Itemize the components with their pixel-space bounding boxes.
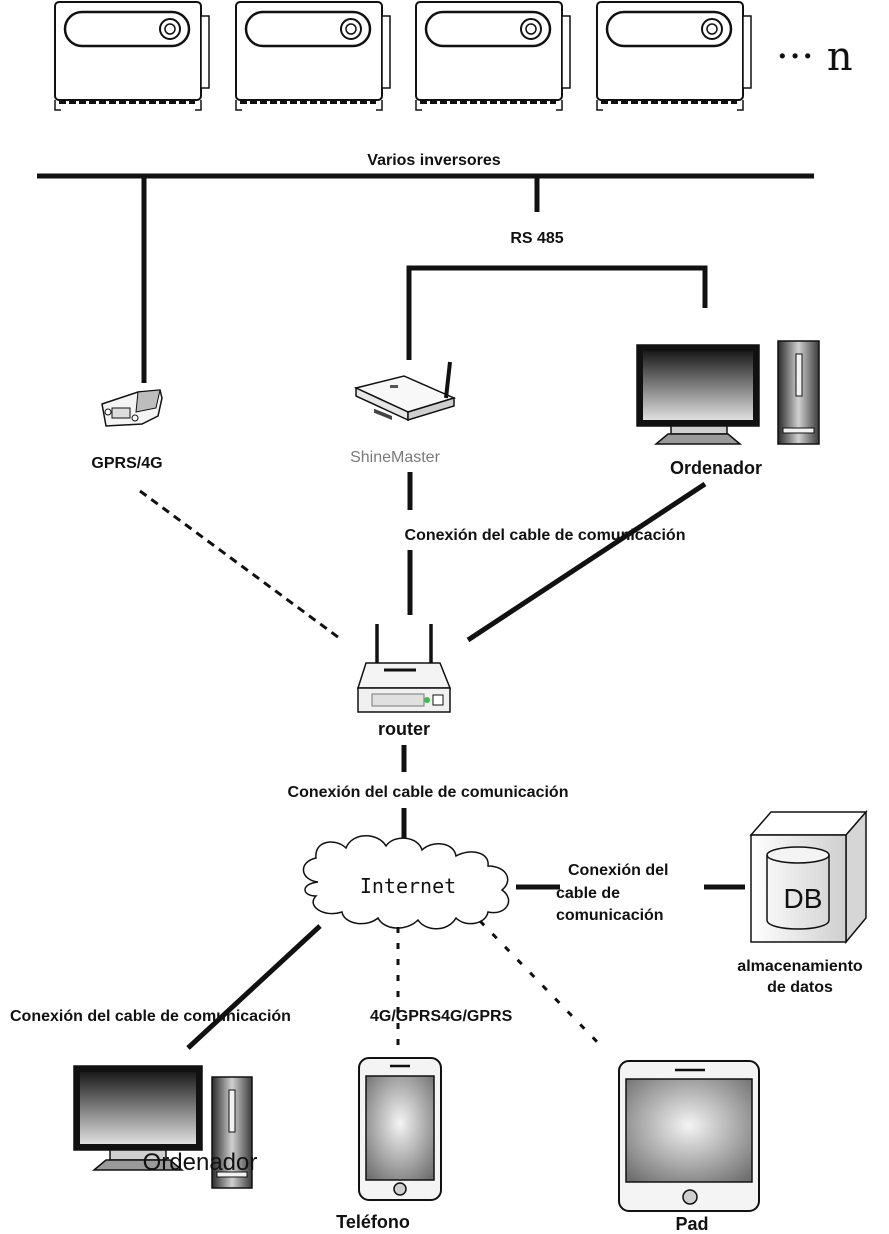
database-storage-icon bbox=[749, 809, 868, 945]
pad-icon bbox=[618, 1060, 760, 1212]
computer-top-label: Ordenador bbox=[670, 458, 762, 478]
pad-label: Pad bbox=[675, 1214, 708, 1234]
computer-top-icon bbox=[636, 340, 820, 445]
router-label: router bbox=[378, 719, 430, 739]
cable-db-label-3: comunicación bbox=[556, 907, 664, 924]
computer-router-line bbox=[466, 481, 707, 643]
cable-upper-label: Conexión del cable de comunicación bbox=[405, 527, 686, 544]
storage-label-1: almacenamiento bbox=[737, 958, 863, 975]
rs485-label: RS 485 bbox=[510, 230, 563, 247]
inverter-icon bbox=[54, 1, 210, 111]
phone-label: Teléfono bbox=[336, 1212, 410, 1232]
internet-cloud-icon bbox=[302, 835, 510, 930]
phone-icon bbox=[358, 1057, 442, 1201]
shinemaster-icon bbox=[353, 361, 457, 422]
router-icon bbox=[356, 624, 452, 713]
shinemaster-label: ShineMaster bbox=[350, 449, 440, 466]
db-label: DB bbox=[784, 883, 823, 914]
computer-bottom-icon bbox=[73, 1065, 253, 1189]
inverter-row bbox=[54, 1, 752, 111]
gprs-router-dashed-line bbox=[139, 489, 343, 642]
inverter-icon bbox=[596, 1, 752, 111]
computer-bottom-label: Ordenador bbox=[143, 1149, 258, 1176]
gprs-dongle-icon bbox=[101, 389, 163, 427]
cable-middle-label: Conexión del cable de comunicación bbox=[288, 784, 569, 801]
gprs-label: GPRS/4G bbox=[91, 455, 162, 472]
internet-pad-dotted-line bbox=[478, 919, 607, 1052]
inverter-count-label: ··· n bbox=[776, 34, 853, 80]
cable-lower-label: Conexión del cable de comunicación bbox=[10, 1008, 291, 1025]
inverter-icon bbox=[415, 1, 571, 111]
wireless-label: 4G/GPRS4G/GPRS bbox=[370, 1008, 513, 1025]
cable-db-label-2: cable de bbox=[556, 885, 620, 902]
rs485-loop-line bbox=[406, 265, 708, 360]
inverter-icon bbox=[235, 1, 391, 111]
router-led-icon bbox=[424, 697, 430, 703]
bus-label: Varios inversores bbox=[367, 152, 501, 169]
cable-db-label-1: Conexión del bbox=[568, 862, 668, 879]
internet-label: Internet bbox=[360, 874, 456, 898]
internet-computer-line bbox=[186, 924, 322, 1050]
storage-label-2: de datos bbox=[767, 979, 833, 996]
